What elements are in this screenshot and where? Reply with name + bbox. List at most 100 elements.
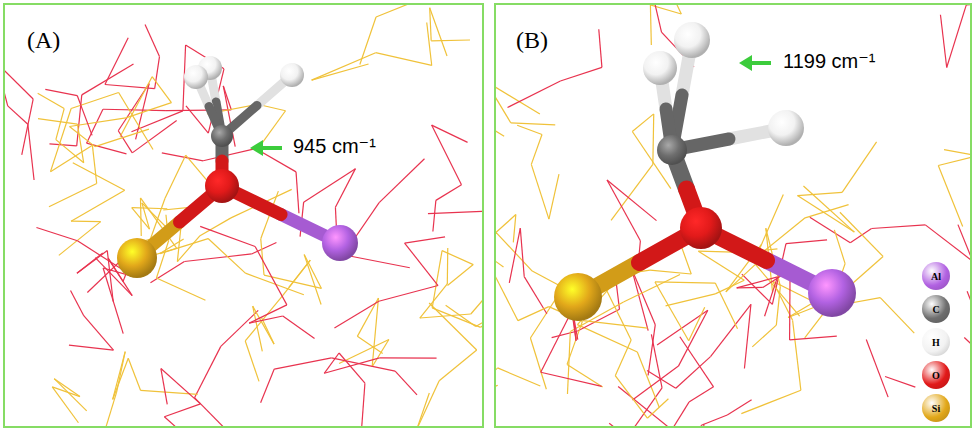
arrow-indicator (739, 55, 771, 71)
framework-bond (84, 316, 114, 350)
framework-bond (872, 225, 926, 229)
framework-bond (52, 387, 78, 423)
framework-bond (249, 316, 283, 323)
framework-bond (262, 318, 274, 344)
framework-bond (531, 164, 549, 219)
framework-bond (436, 185, 462, 201)
framework-bond (650, 270, 691, 274)
framework-bond (654, 402, 689, 426)
framework-bond (430, 8, 432, 41)
framework-bond (161, 369, 201, 404)
framework-bond (432, 125, 468, 142)
framework-bond (200, 226, 255, 246)
legend-label: Si (932, 403, 940, 414)
framework-bond (447, 265, 473, 286)
atom-sphere (205, 169, 239, 203)
framework-bond (496, 249, 504, 267)
framework-bond (496, 81, 511, 122)
framework-bond (103, 268, 123, 334)
framework-bond (92, 145, 96, 183)
framework-bond (765, 277, 778, 316)
framework-bond (880, 298, 914, 333)
framework-bond (71, 93, 118, 109)
framework-bond (632, 268, 649, 330)
framework-bond (71, 190, 125, 221)
framework-bond (520, 228, 524, 276)
framework-bond (177, 236, 200, 262)
framework-bond (577, 325, 637, 352)
framework-bond (715, 283, 737, 329)
framework-bond (647, 399, 668, 419)
framework-bond (283, 260, 311, 296)
framework-bond (69, 345, 114, 350)
legend-label: O (932, 370, 940, 381)
framework-bond (646, 5, 661, 32)
framework-bond (447, 248, 449, 284)
framework-bond (208, 239, 245, 274)
atom-swatch: Si (922, 394, 950, 422)
framework-bond (164, 404, 200, 417)
framework-bond (249, 305, 287, 323)
framework-bond (810, 217, 850, 243)
framework-bond (200, 218, 231, 236)
framework-bond (531, 135, 542, 165)
framework-bond (632, 114, 653, 132)
framework-bond (518, 307, 549, 321)
framework-bond (552, 331, 578, 338)
framework-bond (967, 291, 970, 336)
framework-bond (22, 99, 33, 155)
framework-bond (786, 240, 827, 244)
framework-bond (165, 155, 186, 198)
framework-bond (223, 86, 231, 110)
framework-bond (541, 311, 572, 372)
framework-bond (446, 305, 476, 326)
frequency-label: 945 cm⁻¹ (290, 134, 379, 158)
framework-bond (583, 321, 648, 329)
framework-bond (38, 93, 65, 108)
framework-bond (797, 360, 801, 390)
panel-label: (B) (514, 27, 550, 53)
framework-bond (691, 425, 701, 426)
atom-sphere (117, 238, 157, 278)
framework-bond (71, 290, 84, 315)
framework-bond (603, 283, 631, 340)
framework-bond (741, 390, 801, 413)
framework-bond (379, 286, 438, 302)
framework-bond (805, 205, 848, 218)
framework-bond (203, 149, 255, 161)
framework-bond (131, 111, 182, 132)
framework-bond (113, 352, 126, 400)
framework-bond (652, 114, 654, 165)
framework-bond (793, 320, 798, 360)
framework-bond (689, 387, 714, 402)
framework-bond (727, 400, 751, 415)
framework-bond (840, 212, 883, 256)
framework-bond (944, 150, 970, 156)
framework-bond (938, 165, 962, 226)
framework-bond (607, 180, 656, 221)
framework-bond (797, 196, 854, 233)
framework-bond (599, 29, 602, 67)
atom-swatch: O (922, 361, 950, 389)
framework-bond (509, 228, 520, 283)
framework-bond (704, 424, 709, 426)
framework-bond (334, 301, 378, 328)
atom-legend: AlCHOSi (922, 262, 950, 427)
framework-bond (379, 159, 424, 203)
framework-bond (195, 346, 221, 397)
framework-bond (496, 270, 518, 321)
framework-bond (77, 96, 92, 136)
framework-bond (496, 215, 516, 249)
arrow-shaft (749, 61, 771, 65)
zeolite-framework (5, 5, 482, 426)
framework-bond (609, 423, 654, 426)
frequency-label: 1199 cm⁻¹ (780, 49, 878, 73)
framework-bond (744, 304, 750, 368)
framework-bond (678, 310, 707, 366)
framework-bond (343, 255, 410, 268)
framework-bond (253, 306, 274, 344)
framework-bond (496, 385, 498, 397)
framework-bond (958, 225, 970, 262)
framework-bond (496, 101, 504, 136)
